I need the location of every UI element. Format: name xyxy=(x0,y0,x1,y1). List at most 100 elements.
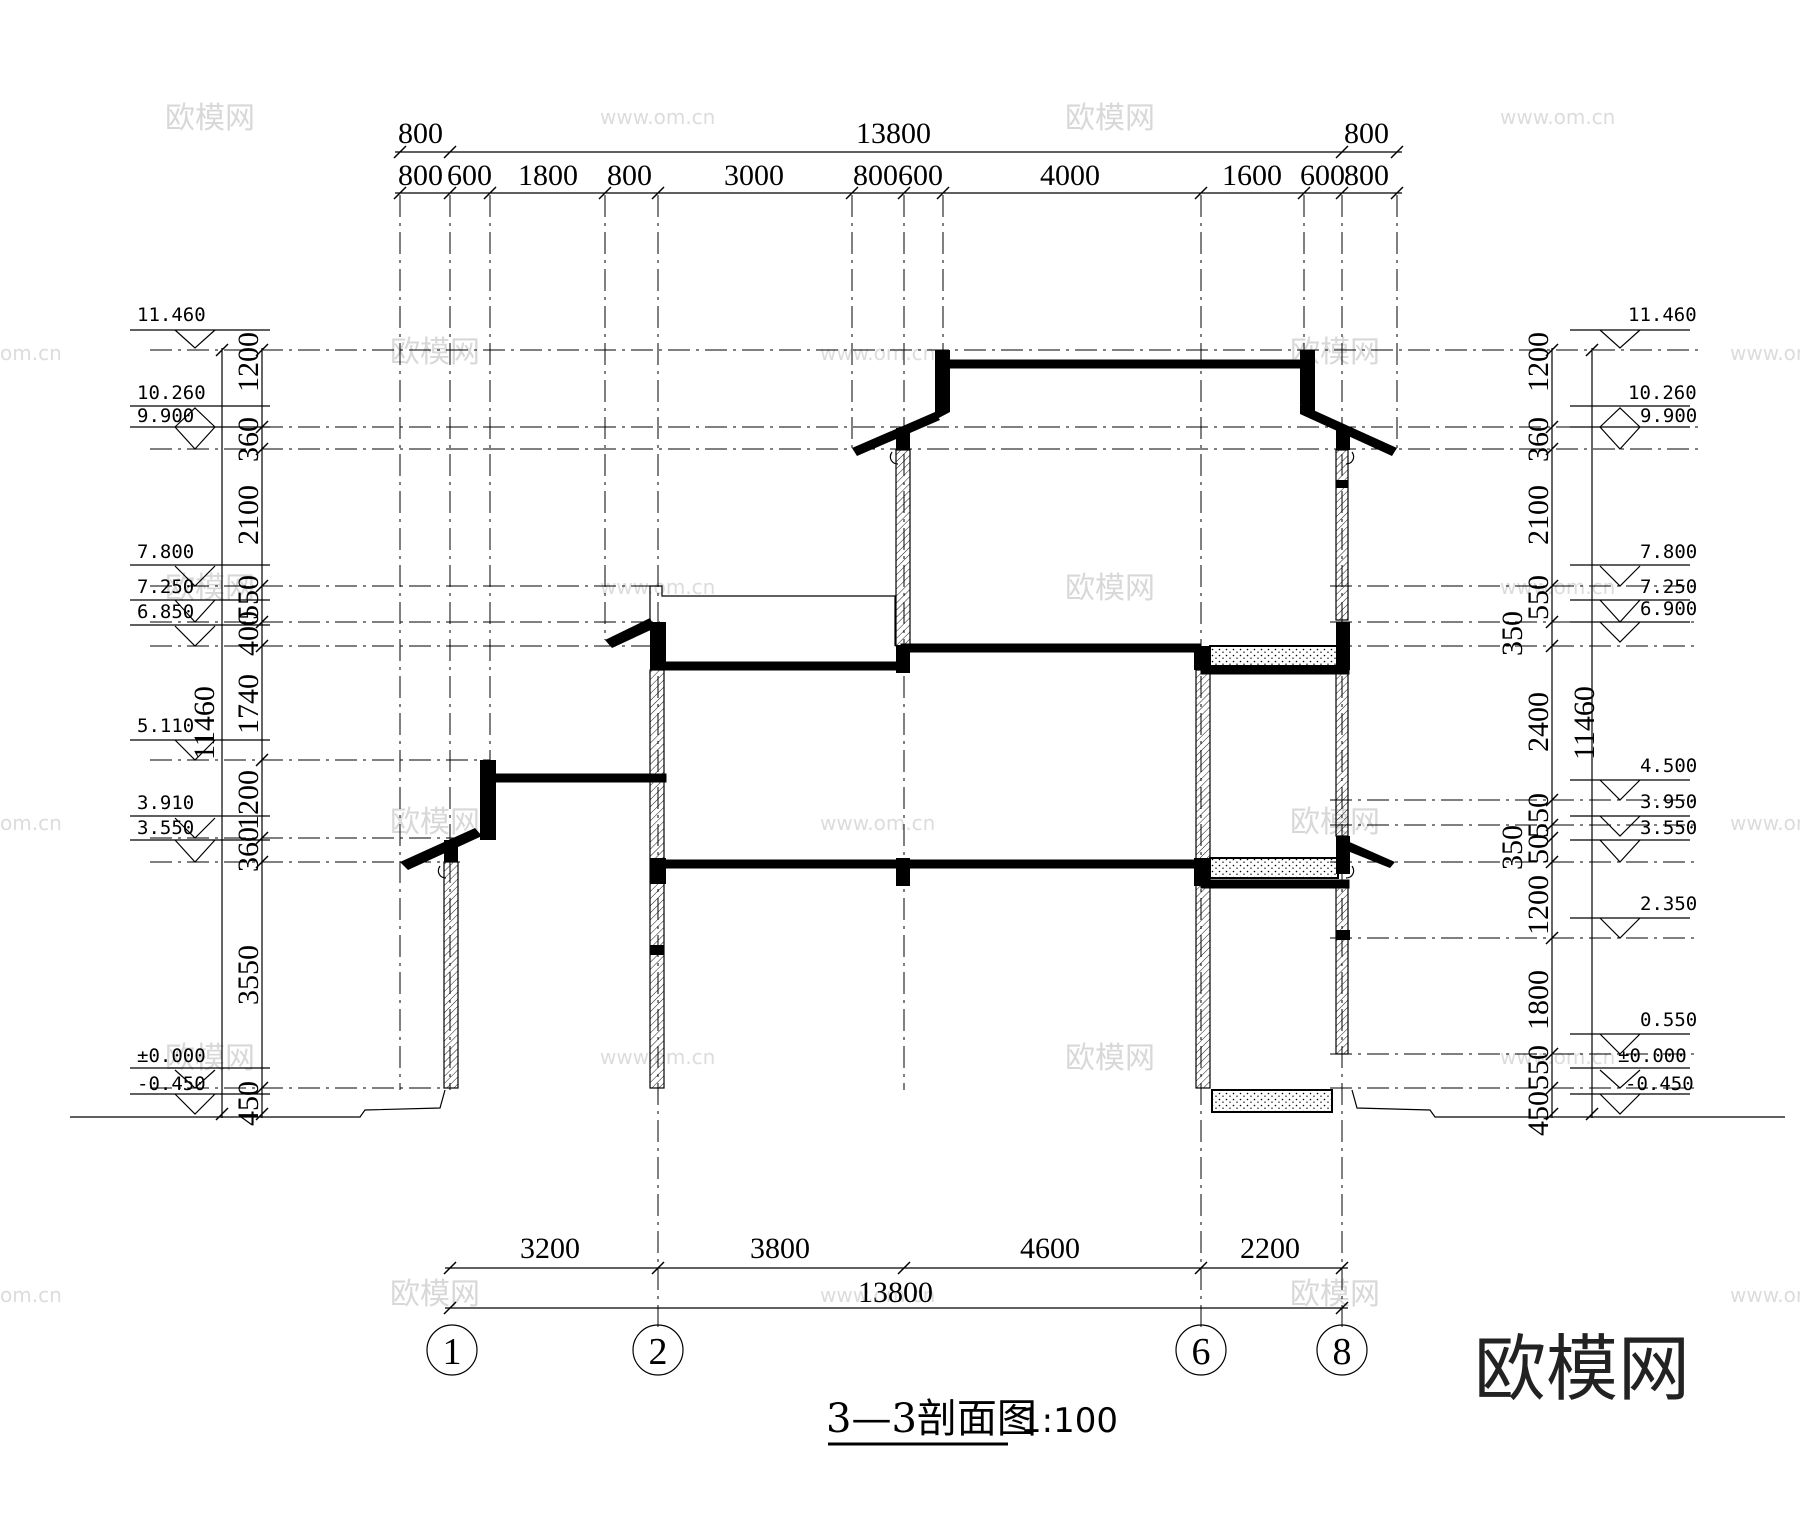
level-left: 3.550 xyxy=(137,817,194,839)
dim-top-left-overhang: 800 xyxy=(398,117,443,150)
vdim-right: 450 xyxy=(1522,1091,1555,1136)
watermark-logo: 欧模网 xyxy=(1290,805,1380,840)
dim-bottom-span: 2200 xyxy=(1240,1232,1300,1265)
dim-bottom-span: 4600 xyxy=(1020,1232,1080,1265)
vdim-right: 350 xyxy=(1496,825,1529,870)
axis-bubble-8 xyxy=(1316,1324,1368,1376)
vdim-right: 1800 xyxy=(1522,970,1555,1030)
level-right: -0.450 xyxy=(1625,1073,1694,1095)
axis-label-8: 8 xyxy=(1333,1331,1352,1373)
wall-axis-8-upper xyxy=(1335,449,1349,621)
insulation-slab-lower xyxy=(1209,857,1339,879)
right-level-markers: 11.460 10.260 9.900 7.800 7.250 6.900 4.… xyxy=(1570,304,1697,1115)
level-right: 3.950 xyxy=(1640,791,1697,813)
vdim-right: 50 xyxy=(1522,834,1555,864)
vdim-left: 450 xyxy=(232,1081,265,1126)
left-eave xyxy=(400,828,482,870)
insulation-slab-ground xyxy=(1211,1089,1333,1113)
level-left: 5.110 xyxy=(137,715,194,737)
wall-upper-left xyxy=(895,449,911,647)
wall-axis-8-lower xyxy=(1335,883,1349,1055)
level-left: 7.250 xyxy=(137,576,194,598)
axis-bubble-6 xyxy=(1175,1324,1227,1376)
upper-left-eave xyxy=(852,412,940,456)
dim-top-overall: 13800 xyxy=(856,117,931,150)
dim-top-seg: 600 xyxy=(447,159,492,192)
vdim-right: 2400 xyxy=(1522,692,1555,752)
vdim-left: 550 xyxy=(232,575,265,620)
vdim-left: 1740 xyxy=(232,674,265,734)
level-right: ±0.000 xyxy=(1618,1045,1687,1067)
lower-right-eave xyxy=(1345,840,1395,868)
level-right: 6.900 xyxy=(1640,598,1697,620)
watermark-logo: 欧模网 xyxy=(1065,1041,1155,1076)
dim-top-seg: 3000 xyxy=(724,159,784,192)
top-dimensions: 800 13800 800 800 600 1800 800 3000 800 … xyxy=(393,117,1404,200)
level-left: 6.850 xyxy=(137,601,194,623)
dim-top-right-overhang: 800 xyxy=(1344,117,1389,150)
right-vertical-dims: 1200 360 2100 550 350 2400 550 50 350 12… xyxy=(1496,332,1601,1136)
level-left: 10.260 xyxy=(137,382,206,404)
vdim-left: 360 xyxy=(232,827,265,872)
dim-top-seg: 600 xyxy=(898,159,943,192)
drawing-scale: 1:100 xyxy=(1020,1401,1118,1441)
watermark-url: www.om.cn xyxy=(600,105,715,129)
level-left: 7.800 xyxy=(137,541,194,563)
watermarks: 欧模网 www.om.cn 欧模网 www.om.cn om.cn 欧模网 ww… xyxy=(0,101,1800,1312)
dim-top-seg: 800 xyxy=(398,159,443,192)
level-right: 4.500 xyxy=(1640,755,1697,777)
watermark-url: www.om.cn xyxy=(1500,575,1615,599)
brand-logo: 欧模网 xyxy=(1474,1327,1690,1411)
watermark-logo: 欧模网 xyxy=(165,101,255,136)
vdim-right: 360 xyxy=(1522,417,1555,462)
level-left: 11.460 xyxy=(137,304,206,326)
level-left: 3.910 xyxy=(137,792,194,814)
axis-bubble-1 xyxy=(426,1324,478,1376)
watermark-url: www.om.cn xyxy=(1730,1283,1800,1307)
level-lines xyxy=(150,349,1700,1089)
watermark-url: www.om.cn xyxy=(1730,341,1800,365)
axis-label-1: 1 xyxy=(443,1331,462,1373)
level-right: 0.550 xyxy=(1640,1009,1697,1031)
dim-bottom-span: 3200 xyxy=(520,1232,580,1265)
level-left: ±0.000 xyxy=(137,1045,206,1067)
level-left: 9.900 xyxy=(137,405,194,427)
vdim-right: 1200 xyxy=(1522,875,1555,935)
drawing-title: 3—3剖面图 xyxy=(826,1396,1037,1442)
left-level-markers: 11.460 10.260 9.900 7.800 7.250 6.850 5.… xyxy=(130,304,270,1115)
watermark-url: www.om.cn xyxy=(1730,811,1800,835)
axis-bubbles: 1 2 6 8 xyxy=(426,1324,1368,1376)
insulation-slab-upper xyxy=(1209,645,1339,667)
left-parapet xyxy=(480,760,496,840)
vdim-left: 1200 xyxy=(232,770,265,830)
watermark-logo: 欧模网 xyxy=(390,335,480,370)
building-section xyxy=(70,350,1785,1118)
level-right: 11.460 xyxy=(1628,304,1697,326)
vdim-right: 1200 xyxy=(1522,332,1555,392)
watermark-fragment: om.cn xyxy=(0,341,62,365)
vdim-right: 350 xyxy=(1496,611,1529,656)
bottom-dimensions: 3200 3800 4600 2200 13800 xyxy=(443,1232,1349,1315)
wall-axis-8-mid xyxy=(1335,669,1349,837)
watermark-logo: 欧模网 xyxy=(1065,571,1155,606)
vdim-right: 550 xyxy=(1522,575,1555,620)
vdim-right: 550 xyxy=(1522,1045,1555,1090)
left-vertical-dims: 1200 360 2100 550 400 1740 1200 360 3550… xyxy=(188,332,269,1126)
watermark-url: www.om.cn xyxy=(820,341,935,365)
vdim-left: 400 xyxy=(232,611,265,656)
vdim-right: 2100 xyxy=(1522,485,1555,545)
watermark-url: www.om.cn xyxy=(1500,105,1615,129)
dim-top-seg: 4000 xyxy=(1040,159,1100,192)
dim-top-seg: 1600 xyxy=(1222,159,1282,192)
watermark-logo: 欧模网 xyxy=(390,1277,480,1312)
level-right: 3.550 xyxy=(1640,817,1697,839)
drawing-title-block: 3—3剖面图 1:100 xyxy=(826,1396,1118,1446)
vdim-left: 1200 xyxy=(232,332,265,392)
level-right: 10.260 xyxy=(1628,382,1697,404)
wall-axis-1 xyxy=(443,861,459,1089)
axis-label-6: 6 xyxy=(1192,1331,1211,1373)
dim-top-seg: 600 xyxy=(1300,159,1345,192)
vdim-left-total: 11460 xyxy=(188,686,221,760)
level-right: 7.250 xyxy=(1640,576,1697,598)
